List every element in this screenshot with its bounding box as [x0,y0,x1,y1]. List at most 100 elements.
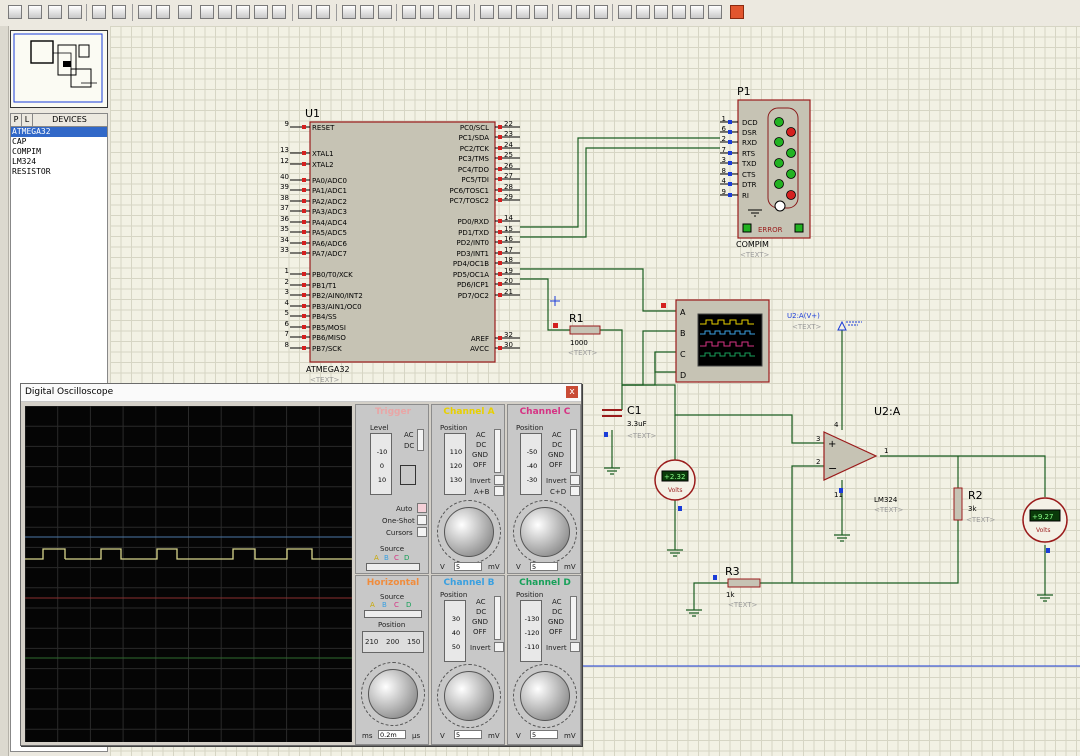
overview-window[interactable] [10,30,108,108]
search-tag-icon[interactable] [576,5,590,19]
channel-b-position-slider[interactable]: 30 40 50 [444,600,466,662]
netlist-icon[interactable] [708,5,722,19]
list-item[interactable]: COMPIM [12,147,41,156]
copy-icon[interactable] [360,5,374,19]
cursors-checkbox[interactable] [417,527,427,537]
zoom-area-icon[interactable] [272,5,286,19]
chb-dc[interactable]: DC [476,608,487,616]
close-button[interactable]: x [566,386,578,398]
c1-body[interactable] [602,409,622,417]
channel-b-knob[interactable] [444,671,494,721]
exit-to-parent-icon[interactable] [654,5,668,19]
chb-mode-switch[interactable] [494,596,501,640]
zoom-in-icon[interactable] [218,5,232,19]
channel-c-knob[interactable] [520,507,570,557]
r1-body[interactable] [569,325,601,335]
chd-ac[interactable]: AC [552,598,562,606]
chd-invert[interactable]: Invert [546,644,567,652]
chd-dc[interactable]: DC [552,608,563,616]
channel-d-knob[interactable] [520,671,570,721]
chb-off[interactable]: OFF [473,628,487,636]
list-item[interactable]: ATMEGA32 [11,127,107,137]
decompose-icon[interactable] [534,5,548,19]
channel-a-knob[interactable] [444,507,494,557]
open-folder-icon[interactable] [28,5,42,19]
hsource-c[interactable]: C [394,601,399,609]
source-a[interactable]: A [374,554,379,562]
chc-invert-checkbox[interactable] [570,475,580,485]
chc-mode-switch[interactable] [570,429,577,473]
hsource-d[interactable]: D [406,601,412,609]
redo-icon[interactable] [316,5,330,19]
oscilloscope-titlebar[interactable]: Digital Oscilloscope x [21,384,581,402]
new-sheet-icon[interactable] [618,5,632,19]
channel-d-value[interactable]: 5 [530,730,558,739]
block-rotate-icon[interactable] [438,5,452,19]
redraw-icon[interactable] [138,5,152,19]
cha-mode-switch[interactable] [494,429,501,473]
oscilloscope-screen[interactable] [24,405,353,742]
wire-autorouter-icon[interactable] [558,5,572,19]
chb-gnd[interactable]: GND [472,618,489,626]
cha-a-plus-b[interactable]: A+B [474,488,490,496]
bill-of-materials-icon[interactable] [672,5,686,19]
trigger-coupling-switch[interactable] [417,429,424,451]
print-icon[interactable] [92,5,106,19]
hsource-slider[interactable] [364,610,422,618]
cha-invert[interactable]: Invert [470,477,491,485]
channel-a-position-slider[interactable]: 110 120 130 [444,433,466,495]
trigger-one-shot[interactable]: One-Shot [382,517,415,525]
chd-gnd[interactable]: GND [548,618,565,626]
timebase-value[interactable]: 0.2m [378,730,406,739]
cha-gnd[interactable]: GND [472,451,489,459]
channel-c-value[interactable]: 5 [530,562,558,571]
horizontal-position-slider[interactable]: 210 200 150 [362,631,424,653]
ares-icon[interactable] [730,5,744,19]
chd-mode-switch[interactable] [570,596,577,640]
packaging-icon[interactable] [516,5,530,19]
channel-d-position-slider[interactable]: -130 -120 -110 [520,600,542,662]
cut-icon[interactable] [342,5,356,19]
cha-ac[interactable]: AC [476,431,486,439]
block-move-icon[interactable] [420,5,434,19]
import-icon[interactable] [68,5,82,19]
u2-opamp[interactable] [823,431,878,481]
pick-device-icon[interactable] [480,5,494,19]
trigger-cursors[interactable]: Cursors [386,529,413,537]
chc-off[interactable]: OFF [549,461,563,469]
trigger-level-slider[interactable]: -10 0 10 [370,433,392,495]
chb-ac[interactable]: AC [476,598,486,606]
chc-ac[interactable]: AC [552,431,562,439]
chc-invert[interactable]: Invert [546,477,567,485]
tab-pick[interactable]: P [11,114,22,126]
pan-icon[interactable] [200,5,214,19]
trigger-edge-icon[interactable] [400,465,416,485]
chc-sum-checkbox[interactable] [570,486,580,496]
paste-icon[interactable] [378,5,392,19]
source-b[interactable]: B [384,554,389,562]
tab-library[interactable]: L [22,114,33,126]
new-file-icon[interactable] [8,5,22,19]
origin-icon[interactable] [178,5,192,19]
u1-body[interactable] [309,121,496,363]
trigger-auto[interactable]: Auto [396,505,413,513]
print-area-icon[interactable] [112,5,126,19]
source-c[interactable]: C [394,554,399,562]
one-shot-checkbox[interactable] [417,515,427,525]
chc-dc[interactable]: DC [552,441,563,449]
remove-sheet-icon[interactable] [636,5,650,19]
channel-a-value[interactable]: 5 [454,562,482,571]
cha-invert-checkbox[interactable] [494,475,504,485]
r3-body[interactable] [727,578,761,588]
cha-sum-checkbox[interactable] [494,486,504,496]
channel-b-value[interactable]: 5 [454,730,482,739]
trigger-dc[interactable]: DC [404,442,415,450]
zoom-all-icon[interactable] [254,5,268,19]
channel-c-position-slider[interactable]: -50 -40 -30 [520,433,542,495]
chb-invert[interactable]: Invert [470,644,491,652]
undo-icon[interactable] [298,5,312,19]
chb-invert-checkbox[interactable] [494,642,504,652]
block-copy-icon[interactable] [402,5,416,19]
chd-invert-checkbox[interactable] [570,642,580,652]
grid-icon[interactable] [156,5,170,19]
